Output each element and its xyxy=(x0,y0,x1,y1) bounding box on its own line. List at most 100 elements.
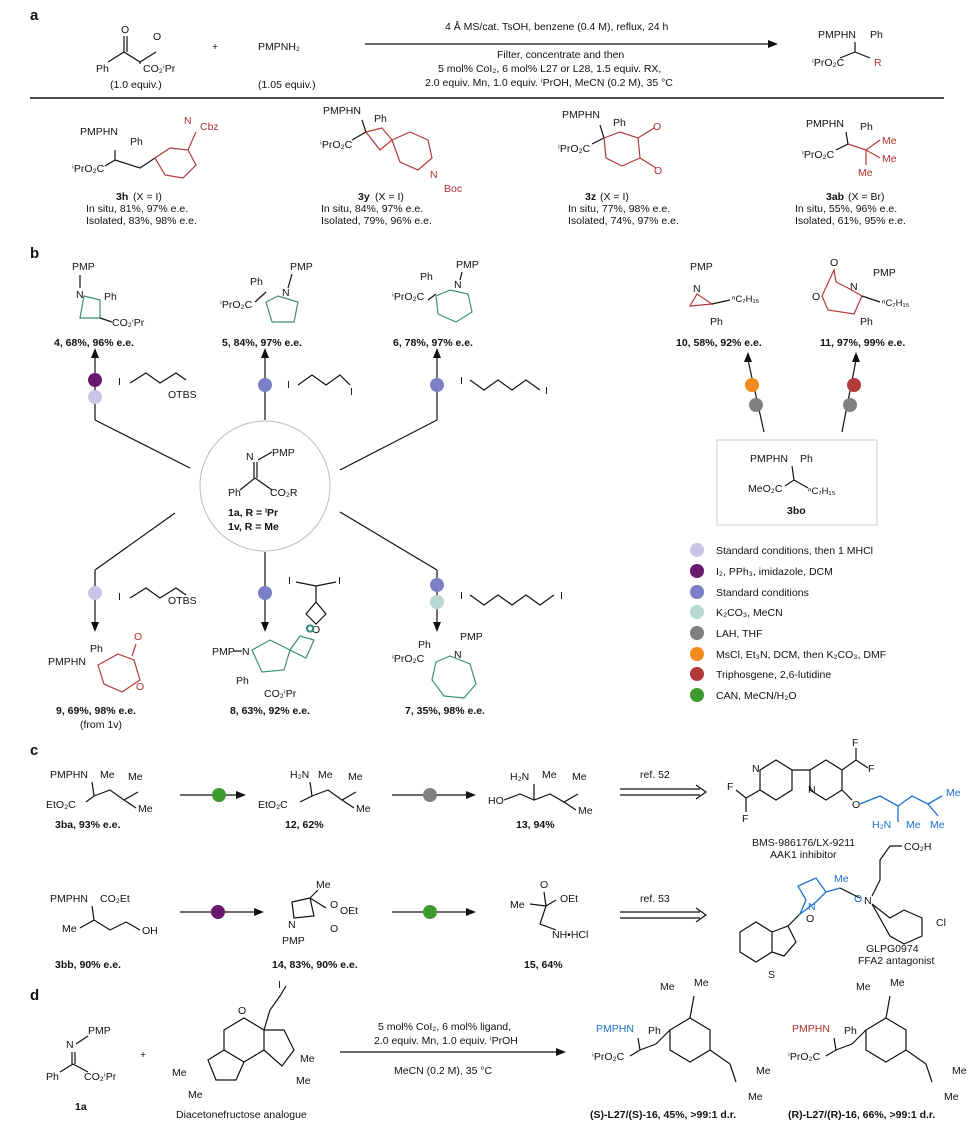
svg-text:N: N xyxy=(454,649,462,661)
svg-text:PMPHN: PMPHN xyxy=(562,109,600,121)
svg-text:Cl: Cl xyxy=(936,917,946,929)
cond-a-2: Filter, concentrate and then xyxy=(497,49,624,61)
svg-text:Me: Me xyxy=(296,1075,311,1087)
b-reagents-i: I xyxy=(460,590,463,602)
svg-text:PMP: PMP xyxy=(212,646,235,658)
d-reactant: 1a xyxy=(75,1101,87,1113)
svg-text:ⁿC₇H₁₅: ⁿC₇H₁₅ xyxy=(882,298,910,309)
route-to-8: I I O xyxy=(258,565,341,636)
svg-text:Me: Me xyxy=(128,771,143,783)
svg-text:N: N xyxy=(242,646,250,658)
svg-text:O: O xyxy=(330,923,338,935)
b-center-ester: CO₂R xyxy=(270,487,298,499)
svg-text:PMPHN: PMPHN xyxy=(50,769,88,781)
svg-text:Me: Me xyxy=(578,805,593,817)
svg-text:Me: Me xyxy=(510,899,525,911)
c-row1-1-label: 12, 62% xyxy=(285,819,324,831)
svg-text:Ph: Ph xyxy=(250,276,263,288)
svg-text:OH: OH xyxy=(142,925,158,937)
svg-text:PMPHN: PMPHN xyxy=(48,656,86,668)
plus-sign: + xyxy=(212,41,218,53)
step-can-2 xyxy=(423,905,437,919)
svg-text:N: N xyxy=(430,169,438,181)
step-iodination xyxy=(211,905,225,919)
svg-text:ⁿC₇H₁₅: ⁿC₇H₁₅ xyxy=(732,294,760,305)
svg-text:Ph: Ph xyxy=(860,316,873,328)
product-8: PMP N O Ph CO₂ⁱPr xyxy=(212,622,315,700)
svg-text:Ph: Ph xyxy=(374,113,387,125)
product-general-structure xyxy=(839,42,871,59)
svg-text:Me: Me xyxy=(62,923,77,935)
svg-text:Ph: Ph xyxy=(648,1025,661,1037)
svg-text:Me: Me xyxy=(890,977,905,989)
legend: Standard conditions, then 1 MHCl I₂, PPh… xyxy=(690,543,886,702)
b-products-6-label: 8, 63%, 92% e.e. xyxy=(230,705,310,717)
svg-text:N: N xyxy=(864,895,872,907)
svg-text:Ph: Ph xyxy=(418,639,431,651)
svg-text:F: F xyxy=(742,813,748,825)
a-examples-3-extra: Me xyxy=(882,153,897,165)
svg-text:PMP: PMP xyxy=(456,259,479,271)
svg-text:PMP: PMP xyxy=(88,1025,111,1037)
reactant1-equiv: (1.0 equiv.) xyxy=(110,79,162,91)
svg-text:O: O xyxy=(153,31,161,43)
svg-text:ⁱPrO₂C: ⁱPrO₂C xyxy=(788,1051,821,1063)
c-row2-1-label: 14, 83%, 90% e.e. xyxy=(272,959,358,971)
svg-text:N: N xyxy=(752,763,760,775)
a-examples-3-x: (X = Br) xyxy=(848,191,884,203)
step-lah-1 xyxy=(423,788,437,802)
b-legend-0-text: Standard conditions, then 1 MHCl xyxy=(716,545,873,557)
c-target2-desc: FFA2 antagonist xyxy=(858,955,935,967)
a-examples-3-id: 3ab xyxy=(826,191,844,203)
product-7: PMP N Ph ⁱPrO₂C xyxy=(392,631,483,699)
b-products-5-label: 9, 69%, 98% e.e. xyxy=(56,705,136,717)
a-examples-2-insitu: In situ, 77%, 98% e.e. xyxy=(568,203,670,215)
c-target1-desc: AAK1 inhibitor xyxy=(770,849,837,861)
svg-text:NH•HCl: NH•HCl xyxy=(552,929,588,941)
svg-text:HO: HO xyxy=(488,795,504,807)
svg-text:+: + xyxy=(140,1049,146,1061)
svg-text:O: O xyxy=(136,681,144,693)
imine-structure xyxy=(239,451,273,491)
c-row2-0-label: 3bb, 90% e.e. xyxy=(55,959,121,971)
svg-text:N: N xyxy=(288,919,296,931)
svg-text:OEt: OEt xyxy=(340,905,358,917)
svg-text:Me: Me xyxy=(946,787,961,799)
svg-text:Me: Me xyxy=(318,769,333,781)
imine-1a-d: PMP N Ph CO₂ⁱPr xyxy=(46,1025,117,1083)
b-products-4-label: 11, 97%, 99% e.e. xyxy=(820,337,905,349)
intermediate-3bo-box xyxy=(716,439,878,526)
a-product-r: R xyxy=(874,57,882,69)
svg-text:O: O xyxy=(540,879,548,891)
b-reagents-i: I xyxy=(350,386,353,398)
panel-label-b: b xyxy=(30,245,39,262)
b-box-ester: MeO₂C xyxy=(748,483,783,495)
svg-text:Me: Me xyxy=(856,981,871,993)
c-row1-2-label: 13, 94% xyxy=(516,819,555,831)
svg-text:N: N xyxy=(76,289,84,301)
svg-text:ⁱPrO₂C: ⁱPrO₂C xyxy=(72,163,105,175)
cond-a-1: 4 Å MS/cat. TsOH, benzene (0.4 M), reflu… xyxy=(445,20,668,33)
a-examples-0-x: (X = I) xyxy=(133,191,162,203)
a-examples-2-x: (X = I) xyxy=(600,191,629,203)
d-cond3: MeCN (0.2 M), 35 °C xyxy=(394,1065,493,1077)
svg-text:Me: Me xyxy=(356,803,371,815)
product-11: O N PMP O ⁿC₇H₁₅ Ph xyxy=(812,257,910,328)
b-center-ph: Ph xyxy=(228,487,241,499)
b-box-id: 3bo xyxy=(787,505,806,517)
svg-text:Ph: Ph xyxy=(130,136,143,148)
svg-text:N: N xyxy=(693,283,701,295)
route-to-5: I I xyxy=(258,348,353,402)
svg-text:F: F xyxy=(868,763,874,775)
a-examples-1-isolated: Isolated, 79%, 96% e.e. xyxy=(321,215,432,227)
svg-text:PMP: PMP xyxy=(873,267,896,279)
svg-text:EtO₂C: EtO₂C xyxy=(258,799,288,811)
svg-text:H₂N: H₂N xyxy=(290,769,309,781)
